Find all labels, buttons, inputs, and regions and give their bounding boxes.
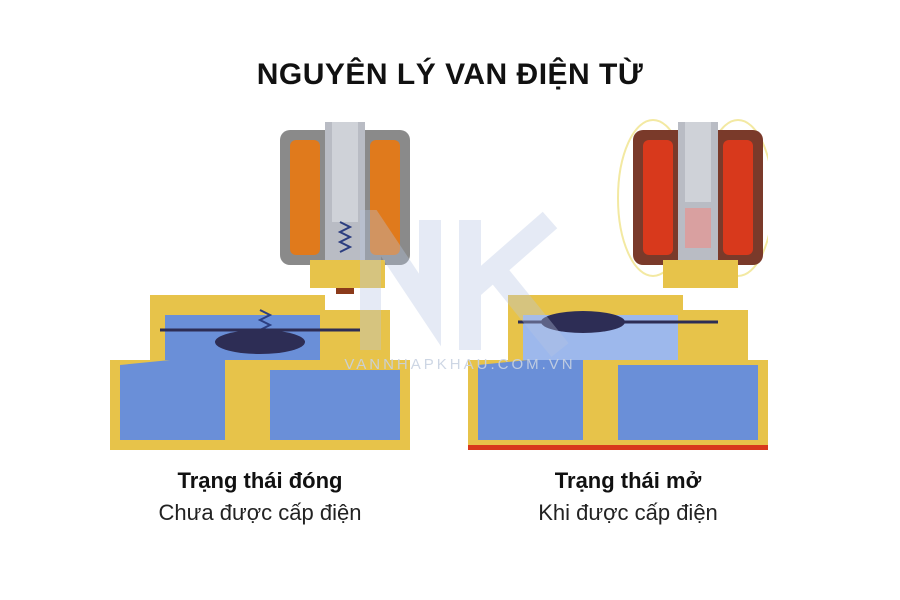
plunger-raised [685,208,711,248]
bonnet [310,260,385,288]
closed-state-label: Trạng thái đóng [177,468,343,493]
closed-description: Chưa được cấp điện [158,500,362,525]
outlet-water [618,365,758,440]
coil-winding-left [643,140,673,255]
coil-winding-left [290,140,320,255]
partition [583,360,603,450]
open-state-label: Trạng thái mở [554,468,702,493]
outlet-water [270,370,400,440]
watermark-text: VANNHAPKHAU.COM.VN [344,356,576,373]
open-description: Khi được cấp điện [538,500,718,525]
coil-winding-right [723,140,753,255]
coil-winding-right [370,140,400,255]
valve-closed-diagram [110,122,410,450]
plunger-core [332,122,358,222]
bonnet [663,260,738,288]
partition [225,360,245,450]
diagram-title: NGUYÊN LÝ VAN ĐIỆN TỪ [256,58,644,91]
inlet-water [478,360,583,440]
plunger-core [685,122,711,202]
bottom-stripe [468,445,768,450]
inlet-water [120,360,225,440]
diaphragm-spring [257,309,273,331]
caption-open: Trạng thái mở Khi được cấp điện [478,468,778,528]
watermark-logo [360,210,569,357]
caption-closed: Trạng thái đóng Chưa được cấp điện [110,468,410,528]
valve-open-diagram [468,119,768,450]
spring [337,221,353,253]
diaphragm [215,330,305,354]
